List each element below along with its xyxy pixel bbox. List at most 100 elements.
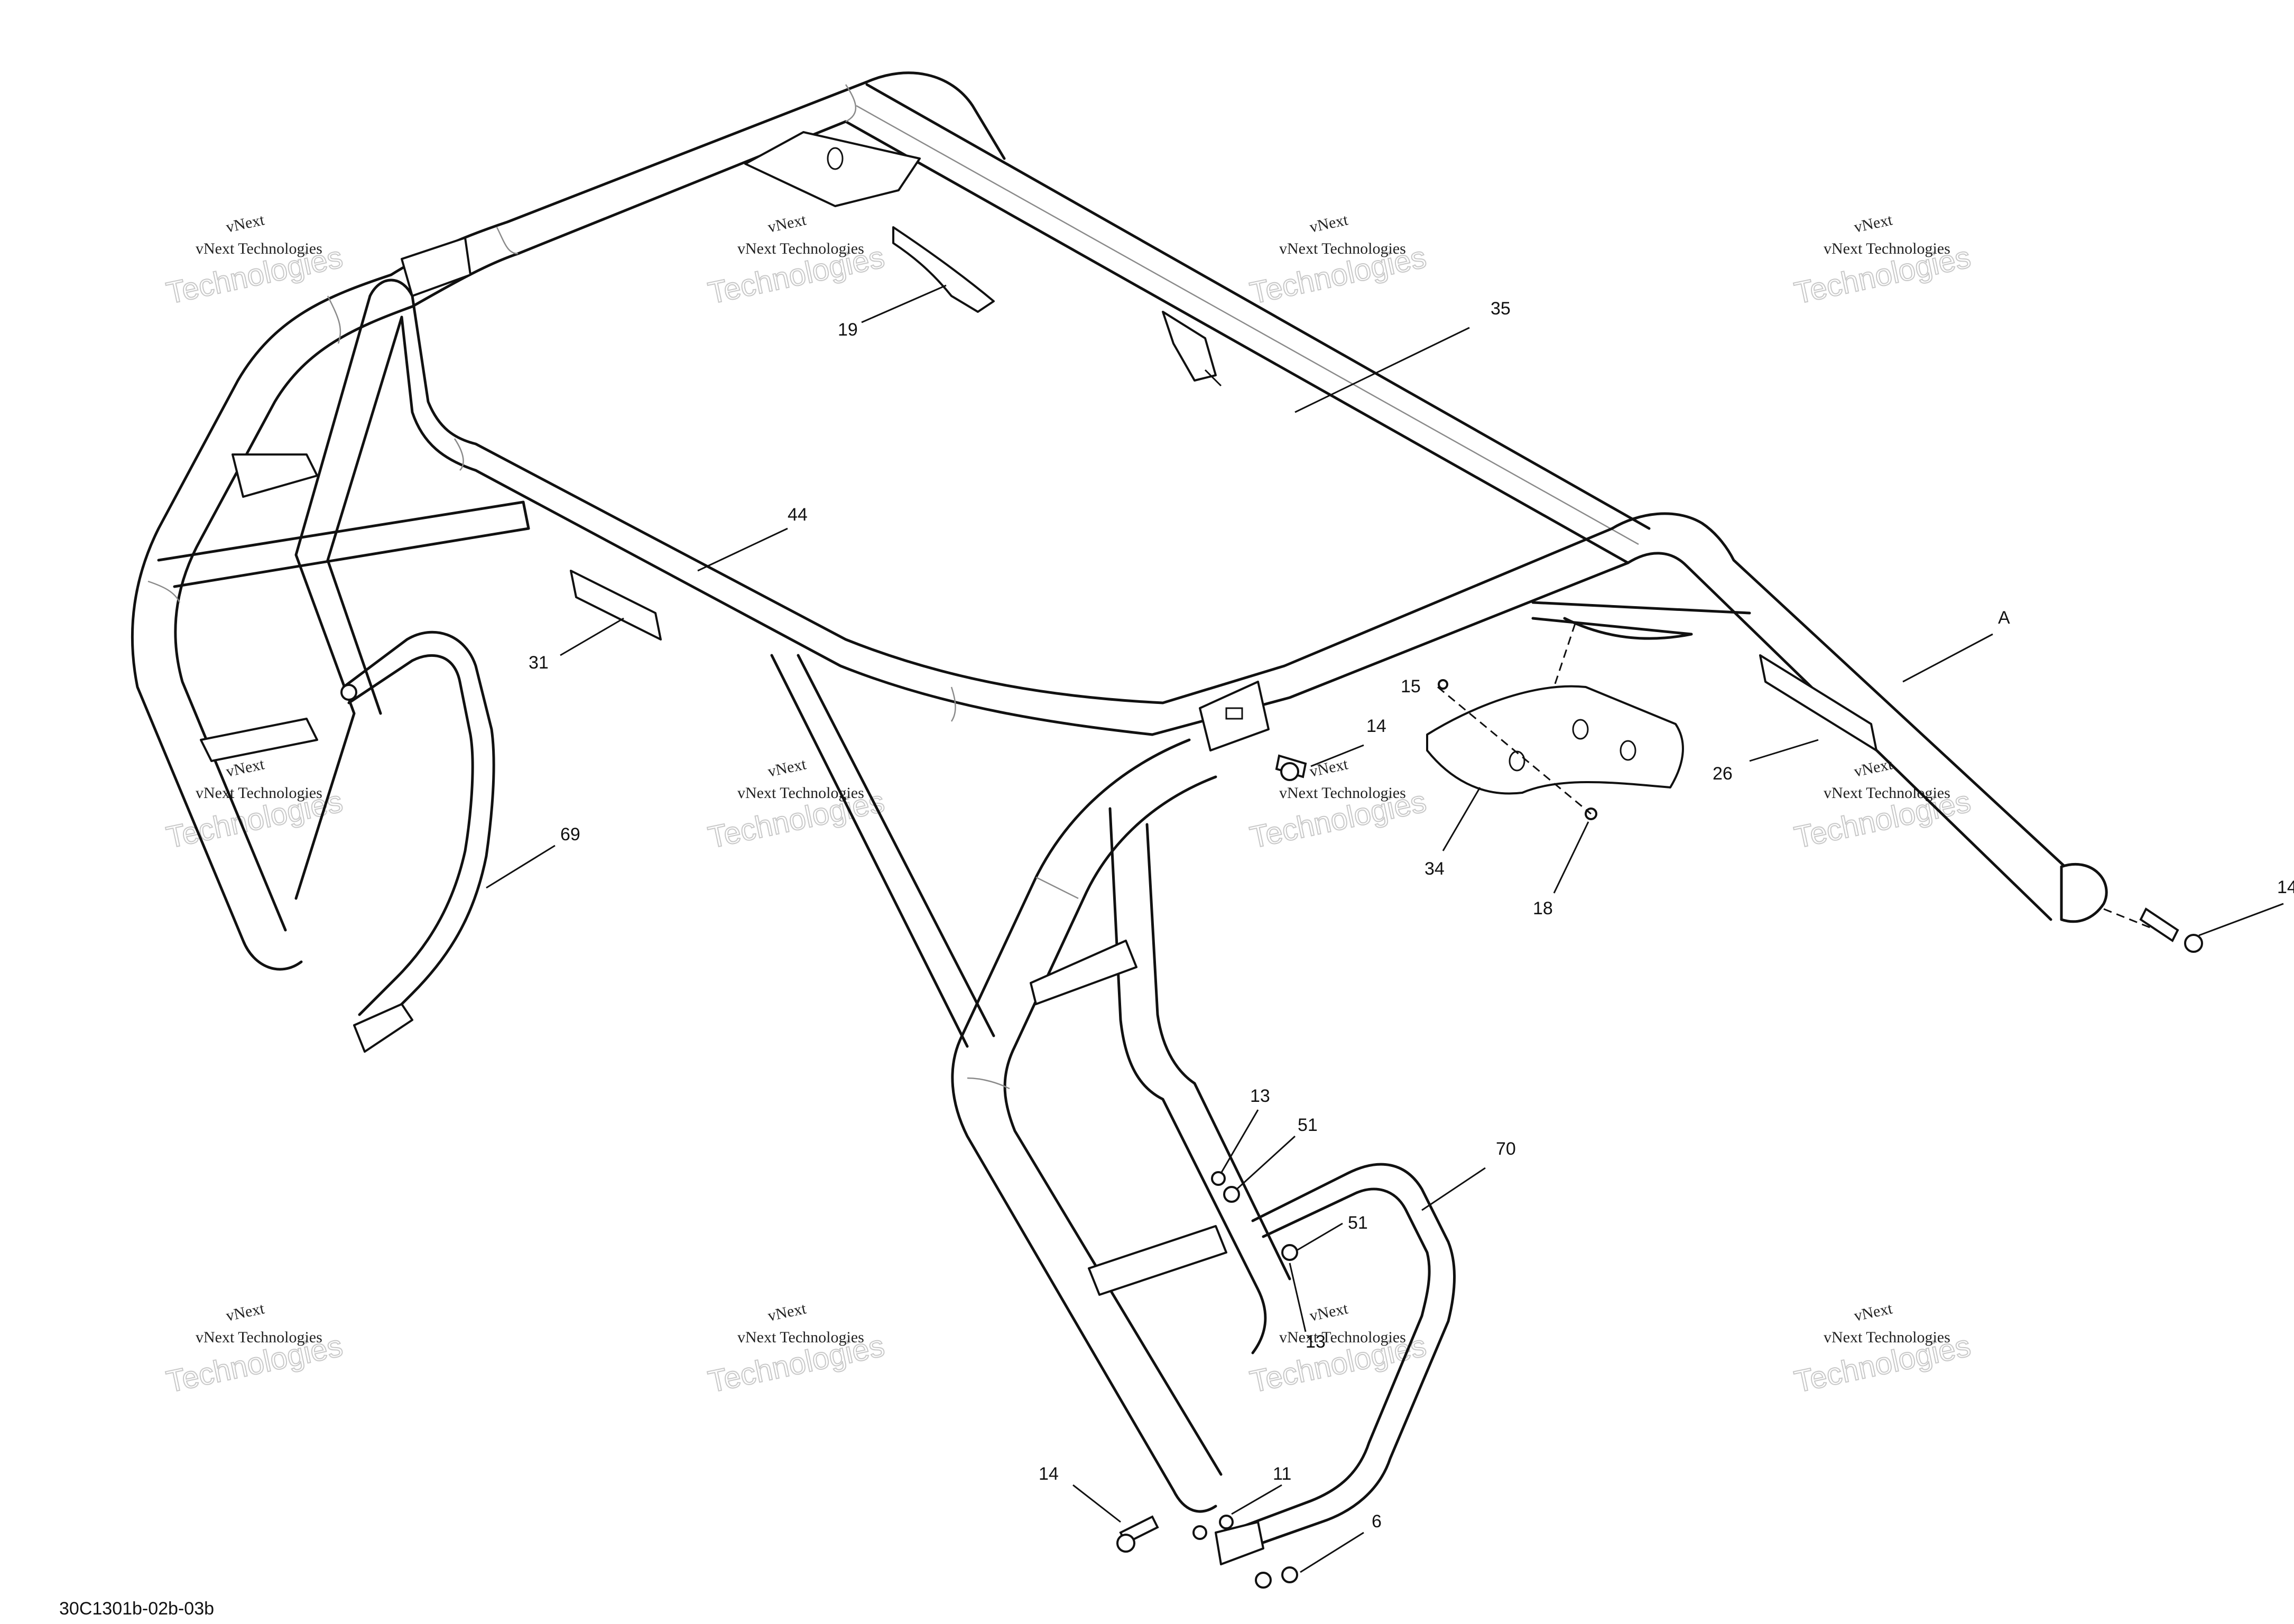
callout-11: 11 — [1273, 1464, 1291, 1484]
leader-69 — [486, 845, 556, 889]
rail-clamp-bolt — [1204, 369, 1222, 387]
right-lower-rail — [1531, 601, 1751, 615]
watermark-prefix: vNext — [225, 1300, 266, 1325]
leader-18 — [1553, 821, 1589, 894]
rail-35-outer — [865, 83, 1651, 530]
right-bend-outer — [1611, 512, 2089, 889]
left-crossbar-bottom — [173, 527, 530, 588]
part-26 — [1759, 654, 1877, 751]
watermark-small: vNext Technologies — [737, 784, 864, 802]
leader-34 — [1442, 787, 1481, 851]
watermark-small: vNext Technologies — [196, 784, 322, 802]
nut-13a — [1211, 1171, 1226, 1186]
leader-A — [1902, 633, 1993, 683]
watermark-small: vNext Technologies — [1279, 1329, 1406, 1346]
bolt-14c-head — [1116, 1534, 1135, 1553]
handle-70-foot — [1215, 1521, 1264, 1565]
hoop-44-inner — [400, 315, 1630, 736]
watermark-tl: Technologies vNext Technologies vNext — [163, 211, 346, 311]
watermark-prefix: vNext — [225, 755, 266, 781]
handle-70-inner — [1225, 1187, 1431, 1534]
watermark-small: vNext Technologies — [1824, 784, 1950, 802]
leader-51a — [1236, 1135, 1296, 1190]
watermark-small: vNext Technologies — [737, 1329, 864, 1346]
handle-69-outer — [342, 630, 495, 1037]
callout-14a: 14 — [1366, 716, 1386, 736]
bolt-6a — [1255, 1572, 1272, 1589]
right-inner-pillar-a — [1108, 807, 1267, 1354]
right-inner-pillar-b — [1145, 823, 1291, 1280]
right-pillar-inner — [1003, 775, 1223, 1476]
watermark-mr2: Technologies vNext Technologies vNext — [1791, 755, 1974, 856]
watermark-prefix: vNext — [1308, 211, 1350, 236]
leader-14c — [1072, 1484, 1121, 1523]
callout-19: 19 — [838, 320, 858, 340]
watermark-prefix: vNext — [1853, 755, 1894, 781]
watermark-small: vNext Technologies — [1279, 784, 1406, 802]
part-19 — [892, 226, 995, 313]
leader-13b — [1289, 1263, 1307, 1332]
leader-70 — [1421, 1167, 1486, 1211]
callout-26: 26 — [1713, 764, 1733, 784]
rail-clamp — [1162, 311, 1217, 382]
watermark-bc: Technologies vNext Technologies vNext — [705, 1300, 888, 1400]
leader-13a — [1220, 1109, 1259, 1174]
right-bend-inner — [1626, 552, 2052, 921]
callout-15: 15 — [1401, 676, 1421, 697]
leader-11 — [1231, 1484, 1282, 1515]
bolt-14b-head — [2184, 934, 2203, 953]
leader-26 — [1749, 739, 1819, 762]
callout-18: 18 — [1533, 898, 1553, 918]
watermark-prefix: vNext — [766, 1300, 808, 1325]
right-pillar-shade — [1035, 876, 1079, 899]
leader-31 — [560, 617, 624, 656]
watermark-prefix: vNext — [766, 211, 808, 236]
leader-lines — [486, 284, 2284, 1573]
rail-35-shade — [856, 105, 1639, 545]
drawing-code: 30C1301b-02b-03b — [59, 1599, 214, 1619]
watermark-bl: Technologies vNext Technologies vNext — [163, 1300, 346, 1400]
diagonal-brace-a — [770, 654, 969, 1048]
washer-51b — [1281, 1244, 1298, 1261]
watermark-prefix: vNext — [1853, 1300, 1894, 1325]
callout-69: 69 — [560, 824, 580, 845]
callout-51b: 51 — [1348, 1213, 1368, 1233]
callout-34: 34 — [1424, 859, 1445, 879]
handle-70-outer — [1230, 1163, 1456, 1555]
leader-51b — [1297, 1222, 1343, 1251]
assembly-line — [1437, 686, 1592, 815]
watermark-small: vNext Technologies — [196, 240, 322, 257]
nut-6a — [1192, 1525, 1207, 1540]
nut-11 — [1219, 1515, 1234, 1529]
leader-14a — [1310, 744, 1364, 767]
leader-14b — [2198, 903, 2284, 936]
part-34-hole-c — [1620, 740, 1636, 761]
watermark-small: vNext Technologies — [1824, 1329, 1950, 1346]
watermark-prefix: vNext — [225, 211, 266, 236]
assembly-line-2 — [1553, 623, 1576, 688]
part-34-hole-b — [1572, 719, 1589, 740]
right-step-lower — [1088, 1225, 1227, 1296]
watermark-tr2: Technologies vNext Technologies vNext — [1791, 211, 1974, 311]
left-crossbar-top — [157, 500, 525, 562]
roll-cage — [131, 71, 2203, 1589]
hoop-44-outer — [368, 279, 1614, 704]
left-inner-pillar-a — [294, 294, 372, 900]
watermark-prefix: vNext — [766, 755, 808, 781]
watermark-small: vNext Technologies — [737, 240, 864, 257]
leader-35 — [1294, 327, 1470, 413]
left-step-lower — [200, 718, 318, 762]
watermark-br2: Technologies vNext Technologies vNext — [1791, 1300, 1974, 1400]
callout-14b: 14 — [2277, 877, 2294, 897]
assembly-line-3 — [2103, 908, 2157, 931]
handle-69-foot — [353, 1003, 413, 1053]
callout-labels: 35 19 44 31 A 15 14 34 18 26 14 69 13 51… — [529, 299, 2294, 1532]
right-pillar-shade2 — [967, 1077, 1010, 1090]
left-inner-pillar-b — [326, 315, 403, 715]
top-rear-bracket-hole — [827, 147, 844, 170]
callout-44: 44 — [788, 505, 808, 525]
part-31 — [570, 570, 662, 641]
top-bend-shade2 — [845, 84, 856, 123]
watermark-ml: Technologies vNext Technologies vNext — [163, 755, 346, 856]
